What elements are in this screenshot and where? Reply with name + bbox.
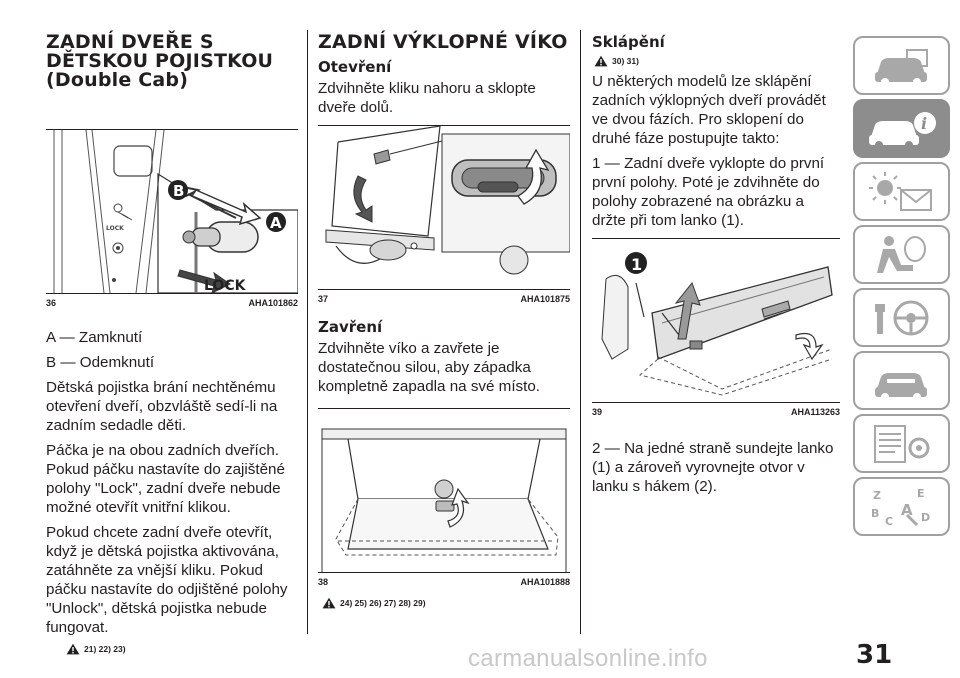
paragraph: A — Zamknutí — [46, 329, 143, 346]
paragraph: Dětská pojistka brání nechtěnému otevřen… — [46, 379, 278, 434]
svg-text:LOCK: LOCK — [106, 225, 124, 232]
warning-lights-icon — [869, 172, 932, 211]
index-abc-icon: Z E B C A D — [871, 487, 930, 528]
figure-39-caption: 39 AHA113263 — [592, 403, 840, 417]
child-lock-illustration: LOCK B A LOCK — [46, 130, 298, 293]
figure-36: LOCK B A LOCK 36 AHA101862 — [46, 129, 298, 308]
warning-references: 21) 22) 23) — [66, 643, 298, 655]
paragraph: 2 — Na jedné straně sundejte lanko (1) a… — [592, 440, 834, 495]
figure-code: AHA101888 — [520, 577, 570, 587]
warning-triangle-icon — [322, 597, 336, 609]
figure-number: 39 — [592, 407, 603, 417]
watermark: carmanualsonline.info — [468, 645, 708, 672]
warning-references: 30) 31) — [594, 55, 840, 67]
figure-number: 38 — [318, 577, 329, 587]
warning-references: 24) 25) 26) 27) 28) 29) — [322, 597, 570, 609]
tailgate-folding-illustration: 1 — [592, 239, 840, 402]
specifications-icon — [874, 425, 930, 463]
figure-code: AHA101862 — [248, 298, 298, 308]
paragraph: Páčka je na obou zadních dveřích. Pokud … — [46, 442, 285, 516]
warning-refs-text: 21) 22) 23) — [84, 644, 126, 654]
warning-refs-text: 30) 31) — [612, 56, 639, 66]
svg-text:i: i — [921, 114, 927, 133]
figure-37-caption: 37 AHA101875 — [318, 290, 570, 304]
tab-emergency[interactable] — [853, 351, 950, 410]
figure-top-rule — [46, 129, 298, 130]
svg-text:C: C — [885, 515, 893, 528]
warning-triangle-icon — [66, 643, 80, 655]
tailgate-closing-illustration — [318, 409, 570, 572]
figure-38-illustration — [318, 409, 570, 572]
subheading-closing: Zavření — [318, 318, 383, 336]
car-maintenance-icon — [875, 373, 927, 401]
figure-38-caption: 38 AHA101888 — [318, 573, 570, 587]
figure-38: 38 AHA101888 — [318, 408, 570, 587]
warning-triangle-icon — [594, 55, 608, 67]
paragraph: Pokud chcete zadní dveře otevřít, když j… — [46, 524, 288, 636]
tab-safety[interactable] — [853, 225, 950, 284]
svg-text:B: B — [173, 182, 184, 200]
figure-39: 1 39 AHA113263 — [592, 238, 840, 417]
folding-text: U některých modelů lze sklápění zadních … — [592, 72, 840, 230]
airbag-seat-icon — [877, 236, 926, 273]
figure-36-caption: 36 AHA101862 — [46, 294, 298, 308]
tab-car-info[interactable]: i — [853, 99, 950, 158]
subheading-opening: Otevření — [318, 58, 392, 76]
column-folding: Sklápění 30) 31) U některých modelů lze … — [592, 0, 840, 502]
column-tailgate: ZADNÍ VÝKLOPNÉ VÍKO Otevření Zdvihněte k… — [318, 0, 570, 609]
tab-warning-lights[interactable] — [853, 162, 950, 221]
section-heading-tailgate: ZADNÍ VÝKLOPNÉ VÍKO — [318, 31, 568, 53]
svg-text:A: A — [901, 501, 913, 519]
figure-bottom-rule — [318, 289, 570, 290]
subheading-folding: Sklápění — [592, 33, 665, 51]
figure-bottom-rule — [592, 402, 840, 403]
figure-39-illustration: 1 — [592, 239, 840, 402]
figure-37: 37 AHA101875 — [318, 125, 570, 304]
figure-36-illustration: LOCK B A LOCK — [46, 130, 298, 293]
tab-driving[interactable] — [853, 288, 950, 347]
column-separator-1 — [307, 30, 308, 634]
paragraph: Zdvihněte kliku nahoru a sklopte dveře d… — [318, 80, 536, 116]
car-info-icon: i — [869, 112, 936, 149]
car-dashboard-icon — [875, 49, 928, 86]
figure-bottom-rule — [318, 572, 570, 573]
page-number: 31 — [856, 640, 893, 670]
svg-text:Z: Z — [873, 489, 881, 502]
section-heading-child-lock: ZADNÍ DVEŘE S DĚTSKOU POJISTKOU (Double … — [46, 31, 274, 91]
column-separator-2 — [580, 30, 581, 634]
svg-text:LOCK: LOCK — [204, 278, 247, 293]
paragraph: U některých modelů lze sklápění zadních … — [592, 73, 826, 147]
warning-refs-text: 24) 25) 26) 27) 28) 29) — [340, 598, 426, 608]
paragraph: Zdvihněte víko a zavřete je dostatečnou … — [318, 340, 541, 395]
tailgate-opening-illustration — [318, 126, 570, 289]
svg-text:A: A — [270, 214, 282, 232]
child-lock-text: A — Zamknutí B — Odemknutí Dětská pojist… — [46, 328, 298, 637]
figure-top-rule — [318, 408, 570, 409]
svg-text:1: 1 — [631, 255, 642, 274]
tab-specifications[interactable] — [853, 414, 950, 473]
column-child-lock: ZADNÍ DVEŘE S DĚTSKOU POJISTKOU (Double … — [46, 0, 298, 655]
figure-number: 36 — [46, 298, 57, 308]
svg-text:D: D — [921, 511, 930, 524]
figure-number: 37 — [318, 294, 329, 304]
figure-bottom-rule — [46, 293, 298, 294]
paragraph: B — Odemknutí — [46, 354, 155, 371]
svg-text:E: E — [917, 487, 925, 500]
paragraph: 1 — Zadní dveře vyklopte do první první … — [592, 155, 825, 229]
figure-code: AHA101875 — [520, 294, 570, 304]
steering-wheel-icon — [875, 300, 929, 336]
figure-code: AHA113263 — [790, 407, 840, 417]
tab-index[interactable]: Z E B C A D — [853, 477, 950, 536]
svg-text:B: B — [871, 507, 879, 520]
figure-top-rule — [592, 238, 840, 239]
tab-dashboard[interactable] — [853, 36, 950, 95]
figure-37-illustration — [318, 126, 570, 289]
figure-top-rule — [318, 125, 570, 126]
